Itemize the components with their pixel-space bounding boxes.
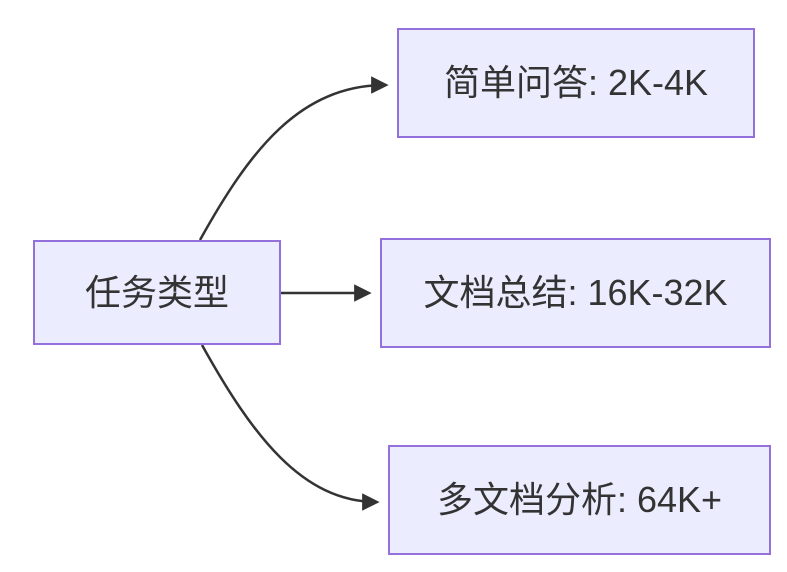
node-task-type: 任务类型 (33, 240, 281, 345)
node-multi-doc-analysis: 多文档分析: 64K+ (388, 445, 771, 555)
node-doc-summary-label: 文档总结: 16K-32K (423, 272, 728, 314)
node-task-type-label: 任务类型 (84, 271, 229, 313)
edge-root-to-multi-doc (200, 344, 380, 511)
edge-root-to-simple-qa (198, 76, 389, 241)
node-doc-summary: 文档总结: 16K-32K (380, 238, 771, 348)
node-simple-qa: 简单问答: 2K-4K (397, 28, 755, 138)
node-simple-qa-label: 简单问答: 2K-4K (443, 62, 709, 104)
node-multi-doc-analysis-label: 多文档分析: 64K+ (436, 479, 723, 521)
